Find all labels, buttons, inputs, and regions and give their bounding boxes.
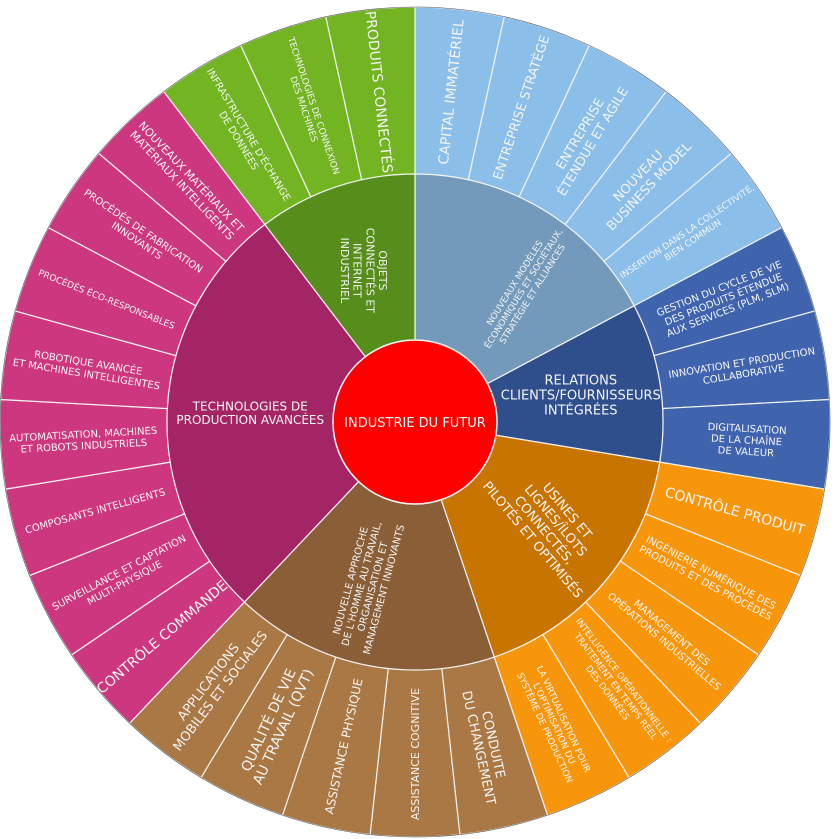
outer-segment[interactable]: ROBOTIQUE AVANCÉEET MACHINES INTELLIGENT… xyxy=(0,310,177,410)
inner-sector-label-line: INTERNET xyxy=(351,243,364,298)
inner-sector-label-line: INTÉGRÉES xyxy=(544,402,618,418)
outer-segment[interactable]: AUTOMATISATION, MACHINESET ROBOTS INDUST… xyxy=(0,398,171,490)
outer-segment-label-line: DE VALEUR xyxy=(717,445,774,459)
inner-sector[interactable]: USINES ETLIGNES/ÎLOTSCONNECTÉS,PILOTÉS E… xyxy=(440,434,661,658)
inner-sector-label-line: INDUSTRIEL xyxy=(338,238,351,305)
outer-segment-label-line: DIGITALISATION xyxy=(707,422,787,437)
outer-segment[interactable]: INNOVATION ET PRODUCTIONCOLLABORATIVE xyxy=(653,310,831,410)
outer-segment-label-line: DE LA CHAÎNE xyxy=(711,432,783,449)
inner-sector-label-line: TECHNOLOGIES DE xyxy=(192,399,308,413)
inner-ring: NOUVEAUX MODÈLESÉCONOMIQUES ET SOCIÉTAUX… xyxy=(166,173,664,671)
outer-segment[interactable]: QUALITÉ DE VIEAU TRAVAIL (QVT) xyxy=(200,633,337,817)
inner-sector-label-line: CLIENTS/FOURNISSEURS xyxy=(501,388,661,403)
outer-segment[interactable]: CONTRÔLE PRODUIT xyxy=(644,461,826,577)
center-hub: INDUSTRIE DU FUTUR xyxy=(332,339,498,505)
outer-segment[interactable]: PRODUITS CONNECTÉS xyxy=(325,6,416,181)
inner-sector[interactable]: OBJETSCONNECTÉS ETINTERNETINDUSTRIEL xyxy=(264,173,416,358)
outer-segment[interactable]: ENTREPRISE STRATÈGE xyxy=(467,15,591,198)
outer-segment[interactable]: PROCÉDÉS ÉCO-RESPONSABLES xyxy=(14,226,197,357)
inner-sector-label-line: PRODUCTION AVANCÉES xyxy=(176,412,324,427)
center-label: INDUSTRIE DU FUTUR xyxy=(344,416,486,431)
outer-segment-label-line: ASSISTANCE COGNITIVE xyxy=(409,688,422,820)
inner-sector-label-line: OBJETS xyxy=(376,250,389,290)
outer-segment[interactable]: COMPOSANTS INTELLIGENTS xyxy=(4,461,186,577)
center-circle xyxy=(332,339,498,505)
inner-sector-label-line: CONNECTÉS ET xyxy=(363,228,376,314)
outer-segment[interactable]: GESTION DU CYCLE DE VIEDES PRODUITS ÉTEN… xyxy=(633,226,816,357)
inner-sector[interactable]: NOUVELLE APPROCHEDE L'HOMME AU TRAVAIL,O… xyxy=(243,480,495,671)
outer-segment-label: DIGITALISATIONDE LA CHAÎNEDE VALEUR xyxy=(706,422,787,460)
inner-sector[interactable]: NOUVEAUX MODÈLESÉCONOMIQUES ET SOCIÉTAUX… xyxy=(414,173,635,385)
inner-sector-label-line: RELATIONS xyxy=(544,373,617,388)
outer-segment[interactable]: TECHNOLOGIES DE CONNEXIONDES MACHINES xyxy=(239,15,363,198)
outer-segment[interactable]: CONDUITEDU CHANGEMENT xyxy=(441,656,549,836)
inner-sector-label: OBJETSCONNECTÉS ETINTERNETINDUSTRIEL xyxy=(338,228,389,314)
outer-segment-label: ASSISTANCE COGNITIVE xyxy=(409,688,422,820)
outer-segment[interactable]: CAPITAL IMMATÉRIEL xyxy=(414,6,505,181)
outer-border xyxy=(0,6,831,838)
